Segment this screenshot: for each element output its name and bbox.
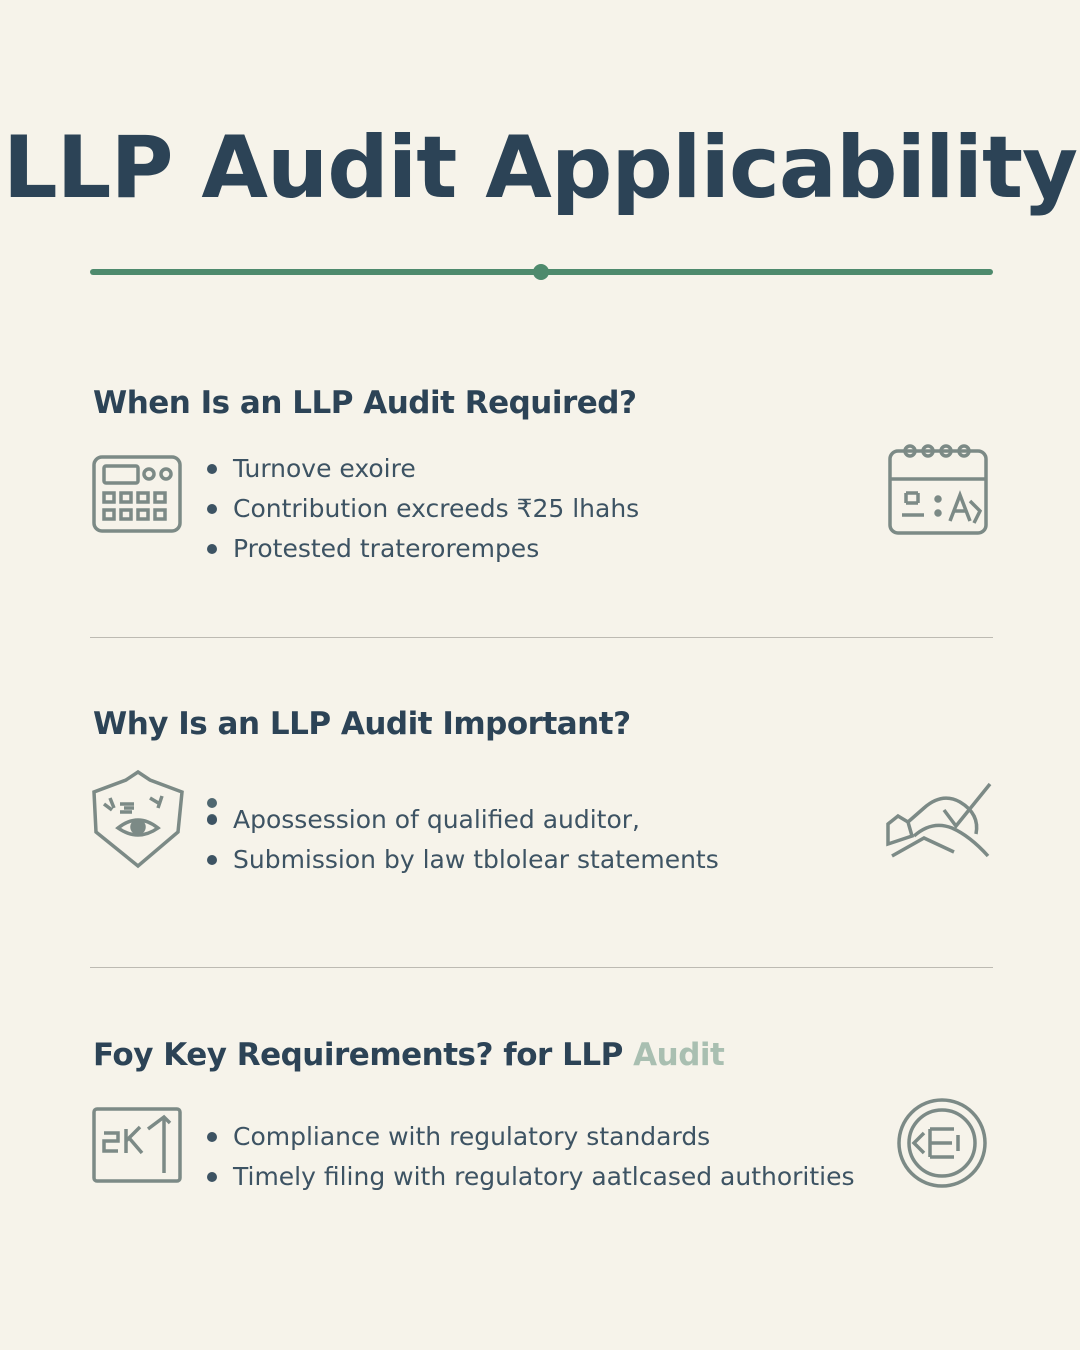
bullet-list: Turnove exoire Contribution excreeds ₹25… bbox=[205, 449, 639, 569]
page-title: LLP Audit Applicability bbox=[2, 118, 1078, 218]
list-item: Protested traterorempes bbox=[205, 529, 639, 569]
section-heading-text: Foy Key Requirements? for LLP bbox=[93, 1037, 623, 1073]
list-item: Contribution excreeds ₹25 lhahs bbox=[205, 489, 639, 529]
section-divider bbox=[90, 637, 993, 638]
section-heading: Why Is an LLP Audit Important? bbox=[93, 706, 631, 742]
section-divider bbox=[90, 967, 993, 968]
bullet-list: Apossession of qualified auditor, Submis… bbox=[205, 800, 719, 880]
title-underline-dot bbox=[533, 264, 549, 280]
section-heading-suffix: Audit bbox=[633, 1037, 725, 1073]
list-item: Compliance with regulatory standards bbox=[205, 1117, 855, 1157]
document-chart-icon bbox=[90, 1105, 184, 1185]
calendar-icon bbox=[884, 441, 992, 537]
shield-eye-icon bbox=[90, 768, 186, 872]
section-heading: Foy Key Requirements? for LLP Audit bbox=[93, 1037, 725, 1073]
list-item: Timely filing with regulatory aatlcased … bbox=[205, 1157, 855, 1197]
calculator-icon bbox=[90, 453, 184, 535]
list-item: Submission by law tblolear statements bbox=[205, 840, 719, 880]
list-item: Turnove exoire bbox=[205, 449, 639, 489]
chart-checkmark-icon bbox=[884, 782, 994, 864]
bullet-list: Compliance with regulatory standards Tim… bbox=[205, 1117, 855, 1197]
seal-badge-icon bbox=[884, 1095, 990, 1195]
list-item: Apossession of qualified auditor, bbox=[205, 800, 719, 840]
section-heading: When Is an LLP Audit Required? bbox=[93, 385, 637, 421]
